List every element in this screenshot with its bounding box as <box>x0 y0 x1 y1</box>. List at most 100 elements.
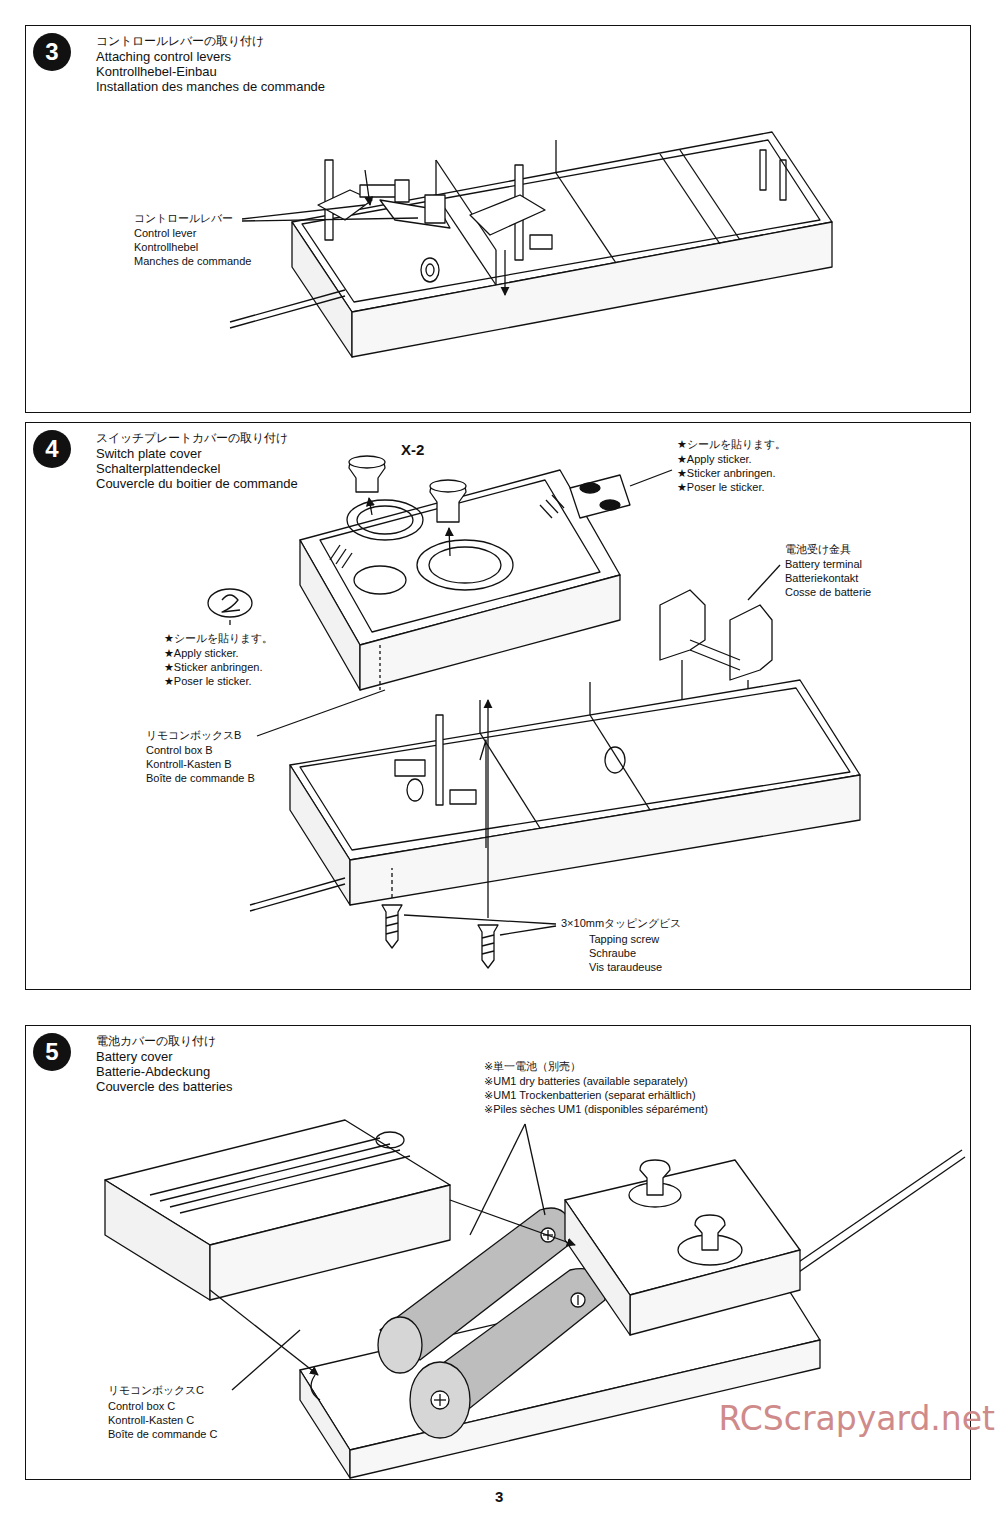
control-lever <box>360 185 400 197</box>
step-panel: スイッチプレートカバーの取り付けSwitch plate coverSchalt… <box>25 422 971 990</box>
battery-cover <box>170 1150 400 1207</box>
part-label: 電池受け金具 <box>784 543 852 556</box>
step-number: 4 <box>33 430 71 468</box>
note: ※UM1 dry batteries (available separately… <box>483 1075 689 1088</box>
control-lever <box>470 195 545 235</box>
control-box-tray <box>450 790 476 804</box>
tapping-screw <box>478 925 498 968</box>
control-box-tray <box>300 1370 350 1478</box>
step-title: Couvercle des batteries <box>96 1079 233 1094</box>
sticker <box>222 595 240 612</box>
sticker <box>580 483 600 493</box>
control-box-tray <box>660 154 720 244</box>
step-number-text: 3 <box>45 40 58 64</box>
note: ★シールを貼ります。 <box>676 438 787 451</box>
tapping-screw <box>482 943 494 946</box>
note: ★シールを貼ります。 <box>163 632 274 645</box>
cable <box>790 1150 965 1274</box>
sticker <box>208 470 672 625</box>
cable <box>230 290 345 322</box>
page-number: 3 <box>494 1488 504 1505</box>
control-box-tray <box>605 747 625 773</box>
control-box-tray <box>290 765 350 905</box>
part-label: リモコンボックスC <box>107 1384 205 1397</box>
battery-terminal <box>690 640 740 660</box>
leader-line <box>470 1124 525 1235</box>
note: ※Piles sèches UM1 (disponibles séparémen… <box>483 1103 709 1116</box>
control-knob <box>369 498 372 515</box>
battery <box>571 1293 585 1307</box>
cable <box>230 290 345 328</box>
control-box-b <box>330 545 340 560</box>
part-label: Kontroll-Kasten C <box>107 1414 195 1427</box>
control-box-tray <box>350 775 860 905</box>
control-box-tray <box>395 760 425 776</box>
part-label: 3×10mmタッピングビス <box>560 917 682 930</box>
control-knob <box>349 456 466 556</box>
control-box-tray <box>780 160 786 200</box>
step-number: 3 <box>33 33 71 71</box>
step-title: Installation des manches de commande <box>96 79 325 94</box>
control-lever <box>530 235 552 249</box>
step-title: Switch plate cover <box>96 446 298 461</box>
control-box-tray <box>495 250 496 285</box>
part-label: Cosse de batterie <box>784 586 872 599</box>
control-box-b <box>320 480 600 632</box>
part-label: Boîte de commande B <box>145 772 256 785</box>
leader-line <box>242 205 418 221</box>
tapping-screw <box>404 915 556 924</box>
sticker <box>600 500 620 510</box>
note: ★Apply sticker. <box>163 647 240 660</box>
part-label: Control lever <box>133 227 197 240</box>
tapping-screw <box>482 951 494 954</box>
leader-line <box>257 690 385 736</box>
battery-cover <box>105 1112 575 1375</box>
control-box-tray <box>590 715 650 810</box>
part-code: X-2 <box>400 441 425 458</box>
part-label: Control box C <box>107 1400 176 1413</box>
control-box-b <box>357 506 413 534</box>
battery-terminal <box>690 650 740 670</box>
tapping-screw <box>382 700 556 968</box>
part-label: Vis taraudeuse <box>588 961 663 974</box>
battery-cover <box>150 1138 380 1195</box>
cable <box>230 296 345 328</box>
part-label: Tapping screw <box>588 933 660 946</box>
step-number: 5 <box>33 1033 71 1071</box>
control-box-tray <box>352 222 832 357</box>
control-box-b <box>360 575 620 690</box>
sticker <box>208 589 252 617</box>
control-box-b <box>379 645 380 690</box>
cable <box>250 878 345 911</box>
control-knob <box>430 480 466 492</box>
control-box-b <box>300 540 360 690</box>
control-box-tray <box>421 258 439 282</box>
tapping-screw <box>500 926 556 935</box>
control-lever <box>425 195 445 223</box>
step-title: Kontrollhebel-Einbau <box>96 64 325 79</box>
step-title: Batterie-Abdeckung <box>96 1064 233 1079</box>
note: ★Apply sticker. <box>676 453 753 466</box>
battery <box>420 1269 605 1420</box>
control-box-c <box>695 1215 725 1250</box>
note: ※UM1 Trockenbatterien (separat erhältlic… <box>483 1089 697 1102</box>
battery-cover <box>210 1185 450 1300</box>
control-box-b <box>336 549 346 564</box>
control-box-tray <box>760 150 766 190</box>
control-box-c <box>565 1160 800 1335</box>
battery-cover <box>105 1180 210 1300</box>
insert-arrow <box>365 170 370 205</box>
battery-cover <box>450 1200 575 1245</box>
part-label: リモコンボックスB <box>145 729 242 742</box>
control-knob <box>349 456 385 468</box>
control-box-b <box>552 495 564 508</box>
sticker <box>630 470 672 486</box>
note: ★Sticker anbringen. <box>676 467 777 480</box>
leader-line <box>257 690 385 736</box>
battery <box>311 1375 320 1400</box>
leader-line <box>232 1124 545 1390</box>
part-label: Battery terminal <box>784 558 863 571</box>
control-box-b <box>354 566 406 594</box>
control-box-b <box>347 500 423 540</box>
step-title: Couvercle du boitier de commande <box>96 476 298 491</box>
